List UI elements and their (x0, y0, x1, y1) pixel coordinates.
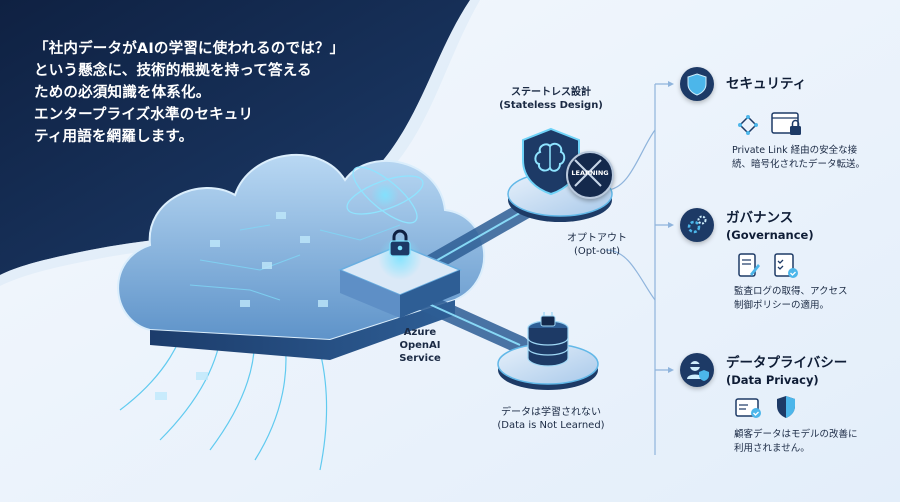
optout-label-jp: オプトアウト (567, 233, 627, 244)
security-desc: Private Link 経由の安全な接 続、暗号化されたデータ転送。 (732, 144, 865, 172)
governance-title: ガバナンス (Governance) (726, 210, 814, 244)
lock-icon (389, 229, 411, 257)
service-line: Service (399, 353, 441, 364)
governance-desc: 監査ログの取得、アクセス 制御ポリシーの適用。 (734, 285, 848, 313)
hero-line: ティ用語を網羅します。 (34, 129, 194, 145)
not-learned-label-jp: データは学習されない (501, 407, 601, 418)
service-line: OpenAI (399, 340, 441, 351)
not-learned-label-en: (Data is Not Learned) (497, 420, 605, 431)
security-section-icon (680, 67, 714, 101)
hero-line: ための必須知識を体系化。 (34, 85, 211, 101)
user-shield-icon (687, 361, 709, 381)
privacy-desc-line: 利用されません。 (734, 443, 810, 454)
shield-icon (687, 73, 707, 96)
privacy-title-en: (Data Privacy) (726, 373, 819, 387)
privacy-title-jp: データプライバシー (726, 355, 848, 371)
checklist-icon (774, 253, 798, 278)
security-desc-line: Private Link 経由の安全な接 (732, 145, 858, 156)
optout-label: オプトアウト (Opt-out) (552, 232, 642, 258)
security-title: セキュリティ (726, 76, 807, 92)
governance-desc-line: 監査ログの取得、アクセス (734, 286, 848, 297)
hero-line: エンタープライズ水準のセキュリ (34, 107, 254, 123)
governance-section-icon (680, 208, 714, 242)
document-edit-icon (738, 253, 760, 277)
learning-badge: LEARNING (566, 151, 614, 199)
stateless-label-en: (Stateless Design) (499, 100, 603, 111)
form-check-icon (735, 398, 761, 418)
service-line: Azure (403, 327, 437, 338)
governance-title-jp: ガバナンス (726, 210, 794, 226)
database-icon (527, 312, 569, 367)
governance-title-en: (Governance) (726, 228, 814, 242)
governance-desc-line: 制御ポリシーの適用。 (734, 300, 830, 311)
security-desc-line: 続、暗号化されたデータ転送。 (732, 159, 866, 170)
hero-text: 「社内データがAIの学習に使われるのでは？」 という懸念に、技術的根拠を持って答… (34, 38, 364, 148)
privacy-desc-line: 顧客データはモデルの改善に (734, 429, 858, 440)
privacy-desc: 顧客データはモデルの改善に 利用されません。 (734, 428, 858, 456)
optout-label-en: (Opt-out) (573, 246, 621, 257)
service-label: Azure OpenAI Service (390, 326, 450, 365)
crossed-out-icon (574, 159, 602, 187)
shield-icon (777, 396, 795, 418)
browser-lock-icon (771, 112, 801, 135)
not-learned-label: データは学習されない (Data is Not Learned) (476, 406, 626, 432)
stateless-label: ステートレス設計 (Stateless Design) (496, 86, 606, 112)
learning-badge-label: LEARNING (571, 169, 609, 177)
privacy-title: データプライバシー (Data Privacy) (726, 355, 847, 389)
stateless-label-jp: ステートレス設計 (511, 87, 591, 98)
gears-icon (687, 215, 707, 234)
privacy-section-icon (680, 353, 714, 387)
hero-line: という懸念に、技術的根拠を持って答える (34, 63, 312, 79)
network-icon (738, 115, 758, 135)
hero-line: 「社内データがAIの学習に使われるのでは？」 (34, 41, 345, 57)
